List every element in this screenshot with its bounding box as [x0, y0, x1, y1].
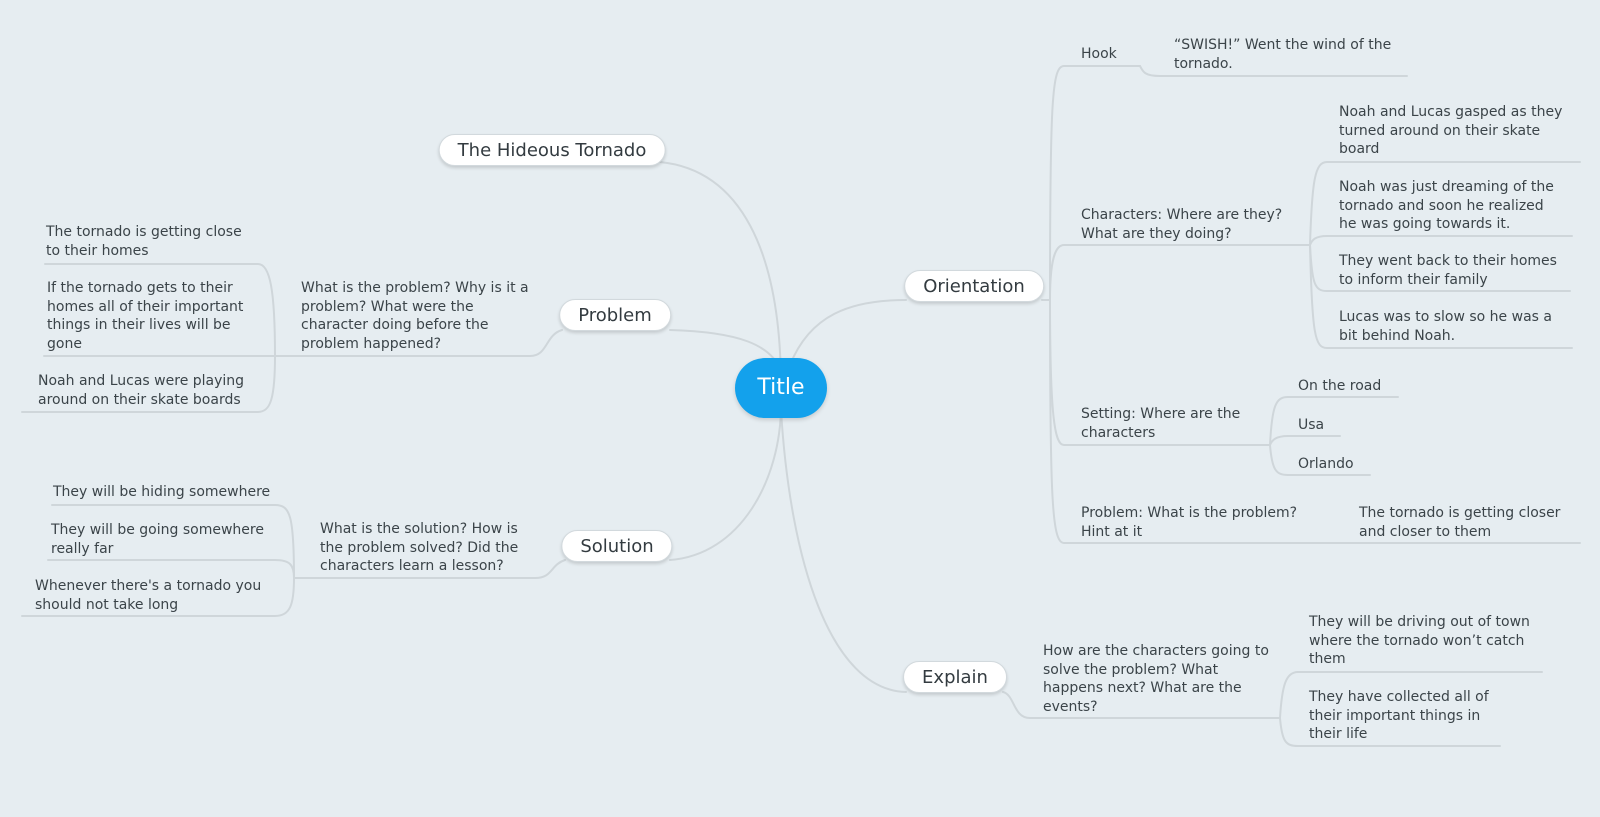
- explain-answer-1[interactable]: They will be driving out of town where t…: [1309, 614, 1530, 667]
- orientation-hook[interactable]: Hook: [1081, 46, 1117, 62]
- connector-solution-answer-2: [47, 559, 295, 579]
- topic-solution[interactable]: Solution: [561, 530, 673, 562]
- orientation-characters[interactable]: Characters: Where are they? What are the…: [1081, 207, 1283, 242]
- characters-answer-3[interactable]: They went back to their homes to inform …: [1339, 253, 1557, 288]
- central-topic[interactable]: Title: [735, 358, 827, 418]
- connector-central-explain: [780, 409, 907, 693]
- connector-solution-question: [534, 559, 566, 579]
- topic-hideous-tornado[interactable]: The Hideous Tornado: [438, 134, 666, 166]
- connector-characters-answer-1: [1309, 161, 1581, 246]
- characters-answer-1[interactable]: Noah and Lucas gasped as they turned aro…: [1339, 104, 1563, 157]
- setting-answer-3[interactable]: Orlando: [1298, 456, 1354, 472]
- connector-central-tornado: [659, 161, 782, 389]
- orientation-problem[interactable]: Problem: What is the problem? Hint at it: [1081, 505, 1298, 540]
- setting-answer-1[interactable]: On the road: [1298, 378, 1382, 394]
- setting-answer-2[interactable]: Usa: [1298, 417, 1325, 433]
- hook-answer[interactable]: “SWISH!” Went the wind of the tornado.: [1174, 37, 1392, 72]
- characters-answer-4[interactable]: Lucas was to slow so he was a bit behind…: [1339, 309, 1552, 344]
- problem-answer-1[interactable]: The tornado is getting close to their ho…: [46, 224, 242, 259]
- connector-orientation-hook: [1049, 65, 1141, 301]
- connector-solution-answer-1: [51, 504, 295, 579]
- connector-problem-question: [529, 329, 563, 357]
- solution-answer-2[interactable]: They will be going somewhere really far: [51, 522, 264, 557]
- connector-central-solution: [669, 404, 782, 561]
- connector-central-orientation: [789, 299, 907, 366]
- connector-explain-answer-1: [1279, 671, 1543, 719]
- solution-answer-1[interactable]: They will be hiding somewhere: [53, 484, 271, 500]
- orientation-problem-answer[interactable]: The tornado is getting closer and closer…: [1359, 505, 1561, 540]
- connector-problem-answer-1: [44, 263, 276, 357]
- connector-explain-question: [1002, 691, 1031, 719]
- explain-answer-2[interactable]: They have collected all of their importa…: [1309, 689, 1489, 742]
- connector-setting-answer-3: [1269, 444, 1371, 476]
- connector-characters-answer-4: [1309, 244, 1573, 349]
- connector-orientation-characters: [1049, 244, 1311, 301]
- connector-orientation-problem: [1049, 299, 1581, 544]
- connector-characters-answer-2: [1309, 235, 1573, 246]
- connector-problem-answer-3: [21, 355, 276, 413]
- characters-answer-2[interactable]: Noah was just dreaming of the tornado an…: [1339, 179, 1554, 232]
- topic-problem[interactable]: Problem: [559, 299, 671, 331]
- topic-orientation[interactable]: Orientation: [904, 270, 1044, 302]
- connector-solution-answer-3: [21, 577, 295, 617]
- connector-setting-answer-2: [1269, 435, 1341, 446]
- topic-explain[interactable]: Explain: [903, 661, 1007, 693]
- connector-hook-answer: [1139, 65, 1408, 77]
- orientation-setting[interactable]: Setting: Where are the characters: [1081, 406, 1241, 441]
- connector-setting-answer-1: [1269, 396, 1399, 446]
- solution-answer-3[interactable]: Whenever there's a tornado you should no…: [35, 578, 262, 613]
- problem-question[interactable]: What is the problem? Why is it a problem…: [301, 280, 529, 352]
- connector-explain-answer-2: [1279, 717, 1501, 747]
- solution-question[interactable]: What is the solution? How is the problem…: [320, 521, 519, 574]
- problem-answer-2[interactable]: If the tornado gets to their homes all o…: [47, 280, 244, 352]
- problem-answer-3[interactable]: Noah and Lucas were playing around on th…: [38, 373, 245, 408]
- explain-question[interactable]: How are the characters going to solve th…: [1043, 643, 1269, 715]
